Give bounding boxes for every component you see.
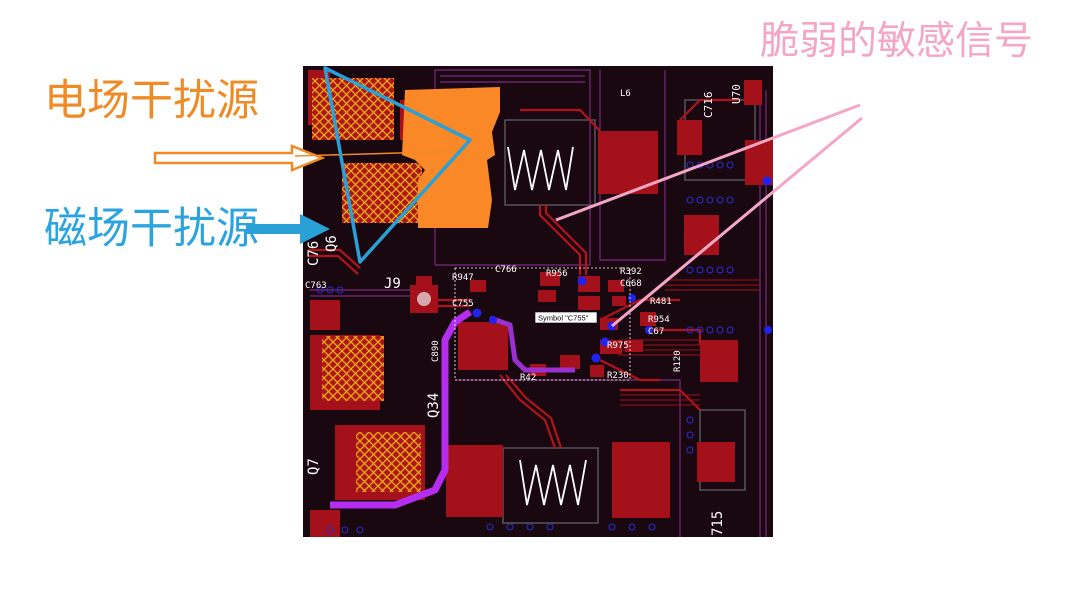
- label-r392: R392: [620, 267, 642, 277]
- label-r975: R975: [607, 341, 629, 351]
- label-r42: R42: [520, 373, 536, 383]
- sensitive-signal-pointer-line-1: [555, 103, 861, 222]
- label-r481: R481: [650, 297, 672, 307]
- label-715: 715: [710, 511, 726, 536]
- label-c766: C766: [495, 265, 517, 275]
- inductor-symbols: [507, 146, 587, 506]
- inductor-bottom-zigzag: [519, 459, 587, 506]
- inductor-top-zigzag: [507, 146, 574, 191]
- label-c890: C890: [431, 340, 441, 362]
- electric-field-arrow: [153, 144, 326, 172]
- silkscreen-outlines: [502, 99, 756, 524]
- magnetic-field-loop-triangle: [323, 66, 472, 264]
- electric-field-pointer-line: [294, 150, 471, 157]
- connector-j9-hole: [417, 292, 431, 306]
- label-c76: C76: [306, 241, 322, 266]
- label-u70: U70: [730, 84, 743, 104]
- label-r120: R120: [673, 350, 683, 372]
- label-c716: C716: [702, 92, 715, 119]
- symbol-tooltip: Symbol "C755": [534, 311, 598, 324]
- electric-field-source-label: 电场干扰源: [44, 76, 259, 126]
- label-j9: J9: [384, 276, 401, 292]
- label-c763: C763: [305, 281, 327, 291]
- label-c755: C755: [452, 299, 474, 309]
- electric-field-source-marker: [402, 87, 500, 228]
- selection-outline: [454, 267, 631, 381]
- label-q6: Q6: [324, 235, 340, 252]
- label-r954: R954: [648, 315, 670, 325]
- label-r230: R230: [607, 371, 629, 381]
- sensitive-signal-label: 脆弱的敏感信号: [760, 19, 1034, 64]
- label-r956: R956: [546, 269, 568, 279]
- trace-bundles: [618, 279, 760, 406]
- via-rows: [316, 161, 734, 534]
- label-q7: Q7: [306, 458, 322, 475]
- pcb-layout-view: L6 C716 U70 R947 C766 R956 R392 C668 J9 …: [303, 66, 773, 537]
- vias: [472, 176, 772, 363]
- thermal-pads: [312, 78, 422, 492]
- label-c668: C668: [620, 279, 642, 289]
- magnetic-field-arrow: [246, 214, 330, 244]
- label-l6: L6: [620, 89, 631, 99]
- label-q34: Q34: [426, 393, 442, 418]
- magnetic-field-source-label: 磁场干扰源: [44, 204, 259, 254]
- selected-trace-branch[interactable]: [489, 315, 575, 373]
- component-labels: L6 C716 U70 R947 C766 R956 R392 C668 J9 …: [305, 84, 743, 536]
- tooltip-text: Symbol "C755": [538, 314, 589, 323]
- label-c67: C67: [648, 327, 664, 337]
- sensitive-signal-pointer-line-2: [611, 116, 863, 328]
- label-r947: R947: [452, 273, 474, 283]
